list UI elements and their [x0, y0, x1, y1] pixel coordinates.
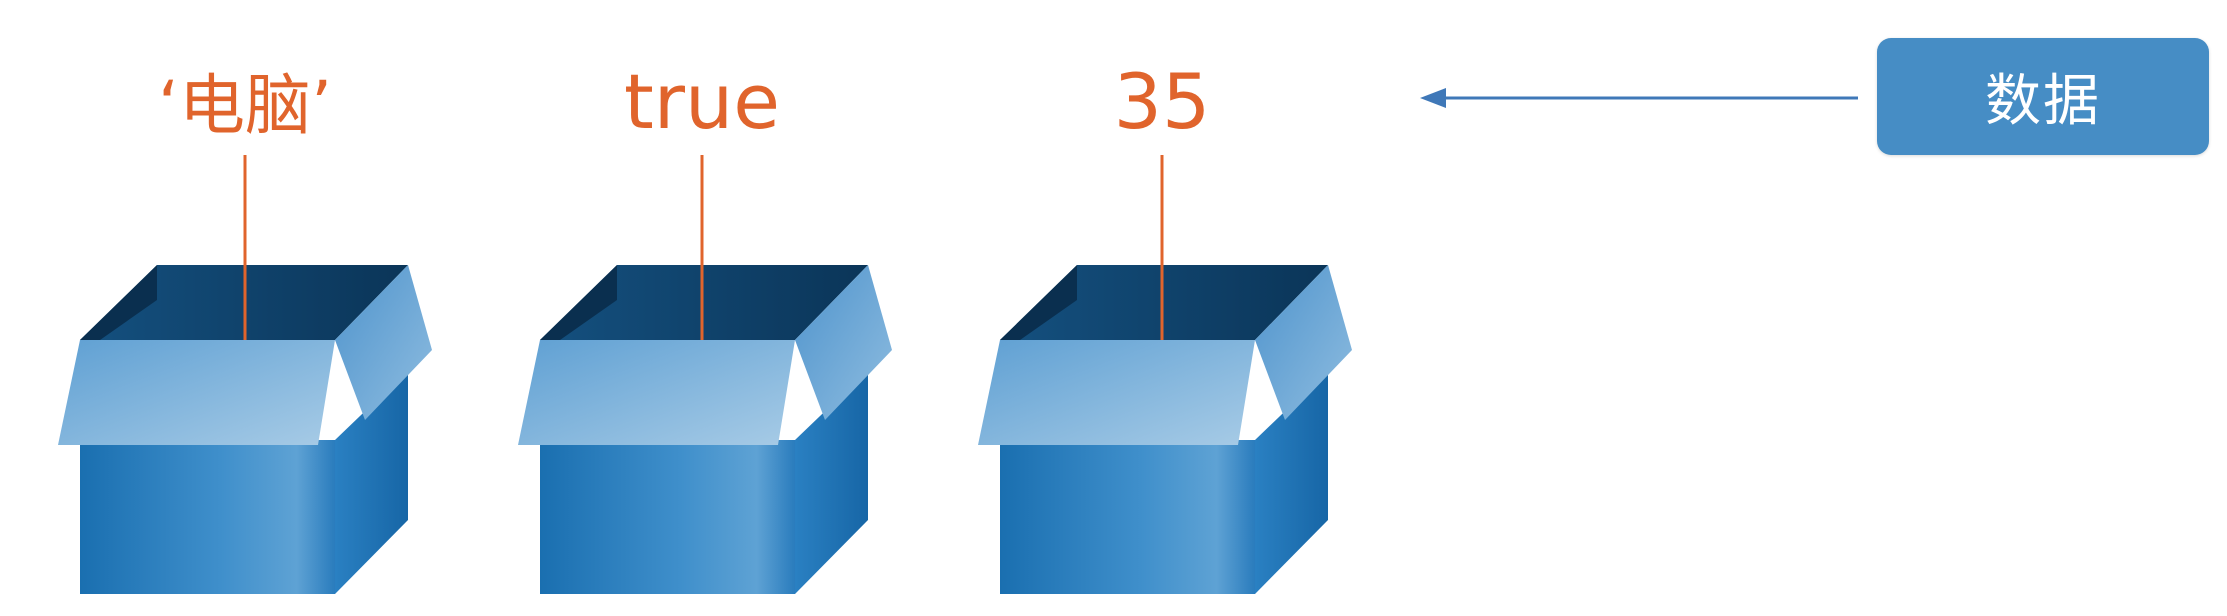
box-front-flap [58, 340, 335, 445]
box-3 [978, 155, 1352, 594]
box-2 [518, 155, 892, 594]
box-side-flap [795, 265, 892, 420]
data-legend-button: 数据 [1877, 38, 2209, 155]
box-interior-shadow [1000, 265, 1077, 340]
box-1-value-label: ‘电脑’ [158, 67, 332, 144]
box-front [80, 440, 335, 594]
arrow-to-data [1420, 88, 1858, 108]
box-side [1255, 370, 1328, 594]
box-front-flap [978, 340, 1255, 445]
box-3-value-label: 35 [1114, 57, 1211, 146]
box-interior-shadow [80, 265, 157, 340]
box-1 [58, 155, 432, 594]
box-interior [540, 265, 868, 340]
data-legend-label: 数据 [1985, 69, 2101, 134]
box-interior-shadow [540, 265, 617, 340]
box-front-flap [518, 340, 795, 445]
box-front [1000, 440, 1255, 594]
box-side-flap [335, 265, 432, 420]
box-side [795, 370, 868, 594]
box-side [335, 370, 408, 594]
box-2-value-label: true [624, 57, 780, 146]
box-front [540, 440, 795, 594]
box-interior [1000, 265, 1328, 340]
box-side-flap [1255, 265, 1352, 420]
